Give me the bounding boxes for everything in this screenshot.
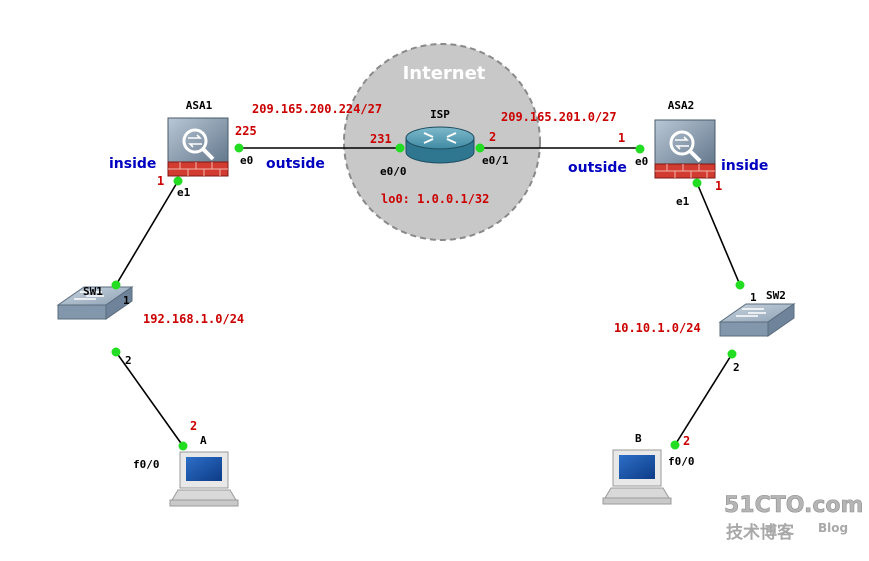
watermark: 51CTO.com 技术博客 Blog	[724, 493, 864, 543]
port-dot	[670, 440, 680, 450]
host-id-labels: 225 1 231 2 1 1 2 2	[157, 124, 722, 448]
link-sw1-pca	[115, 351, 184, 447]
port-dot	[395, 143, 405, 153]
monitor-screen	[186, 457, 222, 481]
switch-port-labels: 1 2 1 2	[123, 291, 757, 374]
links	[115, 147, 741, 447]
isp-name: ISP	[430, 108, 450, 121]
subnet-labels: 209.165.200.224/27 209.165.201.0/27 192.…	[143, 102, 701, 335]
sw1-switch[interactable]	[56, 286, 134, 320]
isp-right-host: 2	[489, 130, 496, 144]
sw2-switch[interactable]	[718, 303, 796, 337]
port-dot	[692, 178, 702, 188]
pc-b[interactable]	[602, 449, 672, 505]
port-dot	[111, 280, 121, 290]
isp-left-host: 231	[370, 132, 392, 146]
port-dot	[727, 349, 737, 359]
zone-labels: inside outside outside inside	[109, 156, 768, 176]
port-dot	[735, 280, 745, 290]
asa2-firewall[interactable]	[654, 119, 716, 179]
watermark-logo: 51CTO.com	[724, 493, 863, 518]
watermark-sub: 技术博客	[726, 522, 795, 543]
pc-b-host: 2	[683, 434, 690, 448]
device-labels: ASA1 ASA2 ISP SW1 SW2 A B	[83, 99, 786, 447]
pc-a[interactable]	[169, 451, 239, 507]
asa1-name: ASA1	[186, 99, 213, 112]
isp-e00: e0/0	[380, 165, 407, 178]
asa1-e1: e1	[177, 186, 191, 199]
left-wan-subnet: 209.165.200.224/27	[252, 102, 382, 116]
asa1-outside-zone: outside	[266, 156, 325, 172]
switch-arrows-icon	[736, 308, 766, 317]
asa1-inside-zone: inside	[109, 156, 156, 172]
sw1-up-port: 1	[123, 294, 130, 307]
switch-arrows-icon	[74, 291, 104, 300]
router-arrows-icon	[423, 132, 457, 144]
sw1-down-port: 2	[125, 354, 132, 367]
isp-e01: e0/1	[482, 154, 509, 167]
asa2-outside-zone: outside	[568, 160, 627, 176]
port-dot	[178, 441, 188, 451]
asa1-e0: e0	[240, 154, 253, 167]
link-sw2-pcb	[674, 353, 733, 446]
watermark-blog: Blog	[818, 521, 848, 535]
port-dot	[635, 144, 645, 154]
asa1-inside-host: 1	[157, 174, 164, 188]
sw2-down-port: 2	[733, 361, 740, 374]
right-lan-subnet: 10.10.1.0/24	[614, 321, 701, 335]
isp-router[interactable]	[405, 126, 475, 164]
asa1-outside-host: 225	[235, 124, 257, 138]
link-dots	[111, 143, 745, 451]
magnifier-icon	[669, 130, 695, 156]
magnifier-icon	[182, 128, 208, 154]
link-asa2-sw2	[696, 182, 741, 286]
sw1-name: SW1	[83, 285, 103, 298]
asa2-e1: e1	[676, 195, 690, 208]
left-lan-subnet: 192.168.1.0/24	[143, 312, 244, 326]
link-asa1-sw1	[115, 180, 179, 286]
sw2-name: SW2	[766, 289, 786, 302]
asa1-firewall[interactable]	[167, 117, 229, 177]
internet-label: Internet	[403, 63, 486, 84]
sw2-up-port: 1	[750, 291, 757, 304]
port-dot	[475, 143, 485, 153]
port-dot	[234, 143, 244, 153]
port-dot	[111, 347, 121, 357]
asa2-inside-host: 1	[715, 179, 722, 193]
right-wan-subnet: 209.165.201.0/27	[501, 110, 617, 124]
asa2-inside-zone: inside	[721, 158, 768, 174]
pc-a-name: A	[200, 434, 207, 447]
asa2-name: ASA2	[668, 99, 695, 112]
pc-a-host: 2	[190, 419, 197, 433]
monitor-screen	[619, 455, 655, 479]
interface-labels: e0 e1 e0/0 e0/1 e0 e1 f0/0 f0/0	[133, 154, 695, 471]
pc-b-port: f0/0	[668, 455, 695, 468]
port-dot	[173, 176, 183, 186]
pc-b-name: B	[635, 432, 642, 445]
asa2-outside-host: 1	[618, 131, 625, 145]
asa2-e0: e0	[635, 155, 648, 168]
isp-loopback: lo0: 1.0.0.1/32	[381, 192, 489, 206]
pc-a-port: f0/0	[133, 458, 160, 471]
